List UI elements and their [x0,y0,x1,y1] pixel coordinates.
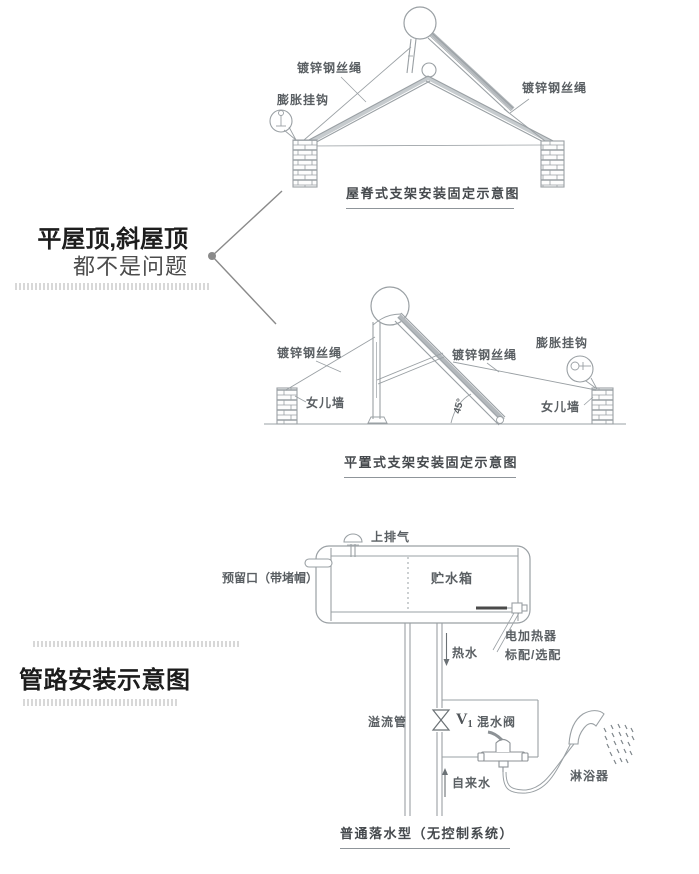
watermark-strip [15,283,211,290]
label-wire-rope-left: 镀锌钢丝绳 [297,61,363,75]
label-parapet-right: 女儿墙 [541,400,581,414]
roof-subheadline: 都不是问题 [72,254,188,279]
shower-head [568,710,605,745]
shower-spray [603,723,635,765]
label-mixing-valve: 混水阀 [477,715,517,729]
wire-rope-right [503,108,546,142]
mixing-valve-symbol [430,708,451,732]
ridge-pier-left [292,139,318,188]
pipe-diagram-caption: 普通落水型（无控制系统） [340,826,513,849]
watermark-strip [23,699,179,706]
flat-pier-right [591,387,614,425]
label-heater-note: 标配/选配 [505,648,562,662]
ridge-diagram-caption: 屋脊式支架安装固定示意图 [346,186,519,209]
expansion-hook-detail-flat [566,355,598,390]
top-vent [343,533,363,557]
label-wire-rope-center-flat: 镀锌钢丝绳 [452,348,518,362]
label-overflow-pipe: 溢流管 [368,715,408,729]
label-electric-heater: 电加热器 [505,629,558,643]
pipe-section-headline: 管路安装示意图 [19,667,191,694]
faucet [477,730,529,772]
reserved-port [304,558,333,568]
wire-rope-right-flat [452,361,597,391]
label-top-vent: 上排气 [371,530,411,544]
headline-connector [208,190,283,325]
valve-number: 1 [467,719,473,730]
label-shower: 淋浴器 [570,769,610,783]
tank-circle [403,6,437,40]
watermark-strip [33,641,240,647]
flat-diagram-caption: 平置式支架安装固定示意图 [344,455,517,478]
label-parapet-left: 女儿墙 [306,396,346,410]
label-valve-id: V1 [456,711,473,730]
hot-water-arrow [443,633,450,666]
label-wire-rope-right: 镀锌钢丝绳 [522,81,588,95]
roof-headline: 平屋顶,斜屋顶 [37,226,188,253]
flat-diagram-art [264,286,626,426]
ridge-vent-circle [421,62,437,78]
label-reserved-port: 预留口（带堵帽） [222,571,319,585]
label-wire-rope-left-flat: 镀锌钢丝绳 [277,346,343,360]
angle-arc [450,393,472,424]
electric-heater-element [476,602,528,653]
ridge-diagram-art [269,6,565,188]
flat-pier-left [276,387,298,425]
ridge-pier-right [540,140,565,188]
label-expansion-hook-flat: 膨胀挂钩 [536,336,589,350]
wire-rope-left-flat [285,336,376,391]
pipe-diagram-art [304,533,635,816]
tap-water-arrow [442,768,448,797]
valve-letter: V [456,711,468,728]
label-expansion-hook: 膨胀挂钩 [277,93,330,107]
expansion-hook-detail [269,109,297,141]
storage-tank [315,545,531,624]
label-water-tank: 贮水箱 [431,571,474,586]
label-hot-water: 热水 [452,646,479,660]
label-tap-water: 自来水 [452,776,492,790]
